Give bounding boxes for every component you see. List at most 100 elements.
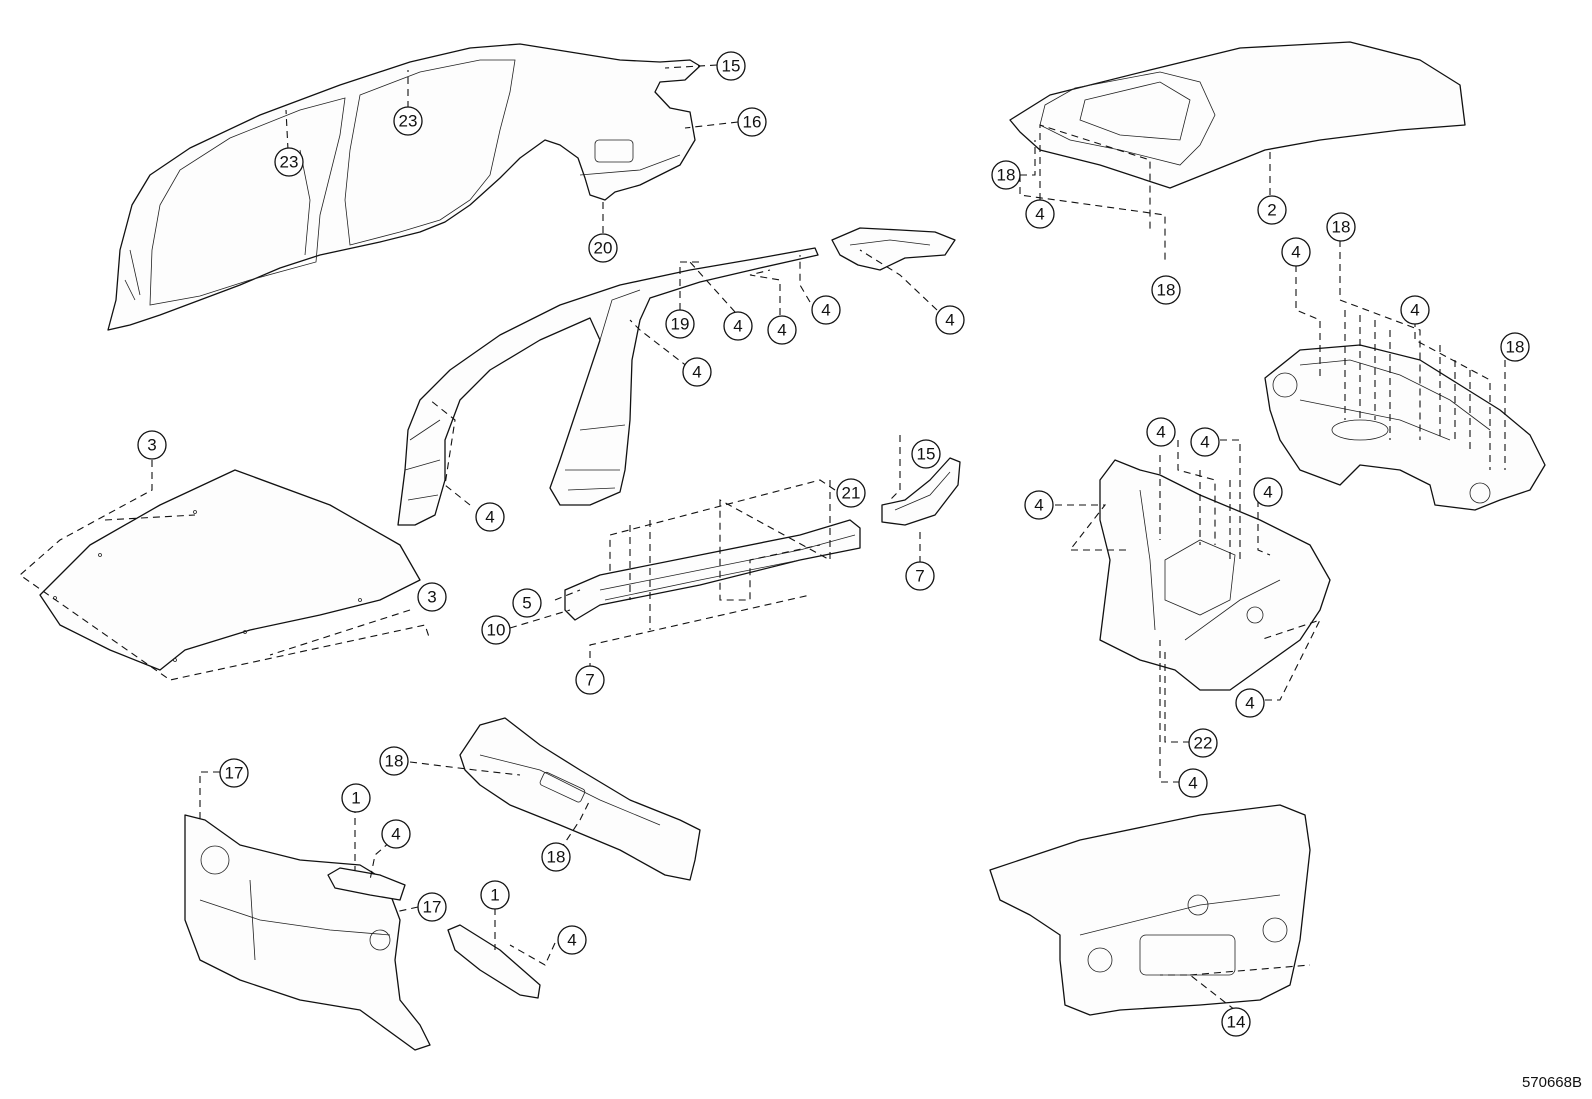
callout-4-tunnel-c: 4 xyxy=(1253,477,1283,507)
callout-23-b: 23 xyxy=(274,147,304,177)
callout-4-bracket: 4 xyxy=(935,305,965,335)
callout-4-pillar-a: 4 xyxy=(723,311,753,341)
callout-4-tunnel-d: 4 xyxy=(1178,768,1208,798)
svg-text:14: 14 xyxy=(1227,1013,1246,1032)
svg-text:17: 17 xyxy=(423,898,442,917)
callout-17-a: 17 xyxy=(219,758,249,788)
roof-rail-bracket xyxy=(831,227,956,271)
svg-text:18: 18 xyxy=(1506,338,1525,357)
callout-16: 16 xyxy=(737,107,767,137)
hood-panel xyxy=(39,469,421,671)
callout-10: 10 xyxy=(481,615,511,645)
callout-4-floor-a: 4 xyxy=(1281,237,1311,267)
svg-text:4: 4 xyxy=(1291,243,1300,262)
trunk-lid xyxy=(989,804,1311,1016)
callout-7-front: 7 xyxy=(905,561,935,591)
drawing-id: 570668B xyxy=(1521,1074,1582,1091)
svg-text:21: 21 xyxy=(842,484,861,503)
svg-text:7: 7 xyxy=(585,671,594,690)
cowl-top-panel xyxy=(459,717,701,881)
callout-4-apillar: 4 xyxy=(475,502,505,532)
callout-4-tunnel-e: 4 xyxy=(1024,490,1054,520)
svg-text:16: 16 xyxy=(743,113,762,132)
callout-22: 22 xyxy=(1188,728,1218,758)
callout-15-a: 15 xyxy=(716,51,746,81)
svg-text:4: 4 xyxy=(1200,433,1209,452)
svg-text:1: 1 xyxy=(351,789,360,808)
callout-20: 20 xyxy=(588,233,618,263)
callout-4-dash-a: 4 xyxy=(381,819,411,849)
svg-text:1: 1 xyxy=(490,886,499,905)
svg-text:5: 5 xyxy=(522,594,531,613)
callout-7-rocker: 7 xyxy=(575,665,605,695)
svg-text:4: 4 xyxy=(692,363,701,382)
callout-4-tunnel-b: 4 xyxy=(1190,427,1220,457)
front-pillar-lower xyxy=(881,457,961,526)
callout-14: 14 xyxy=(1221,1007,1251,1037)
svg-text:4: 4 xyxy=(1263,483,1272,502)
svg-text:18: 18 xyxy=(1157,281,1176,300)
callout-18-cowl-a: 18 xyxy=(379,746,409,776)
callout-4-dash-b: 4 xyxy=(557,925,587,955)
svg-text:15: 15 xyxy=(917,445,936,464)
callout-1-a: 1 xyxy=(341,783,371,813)
callout-4-roof: 4 xyxy=(1025,199,1055,229)
callout-4-tunnel-a: 4 xyxy=(1146,417,1176,447)
svg-text:4: 4 xyxy=(567,931,576,950)
callout-19: 19 xyxy=(665,309,695,339)
callout-3-hood-b: 3 xyxy=(417,582,447,612)
svg-text:18: 18 xyxy=(385,752,404,771)
callout-18-roof-b: 18 xyxy=(1151,275,1181,305)
svg-text:4: 4 xyxy=(821,301,830,320)
callout-2: 2 xyxy=(1257,195,1287,225)
svg-text:20: 20 xyxy=(594,239,613,258)
svg-text:4: 4 xyxy=(1035,205,1044,224)
svg-text:15: 15 xyxy=(722,57,741,76)
callout-4-pillar-c: 4 xyxy=(811,295,841,325)
svg-text:17: 17 xyxy=(225,764,244,783)
callout-17-b: 17 xyxy=(417,892,447,922)
svg-text:4: 4 xyxy=(945,311,954,330)
callout-21: 21 xyxy=(836,478,866,508)
svg-text:18: 18 xyxy=(1332,218,1351,237)
svg-text:4: 4 xyxy=(1245,694,1254,713)
center-floor-tunnel xyxy=(1099,459,1331,691)
callout-4-floor-b: 4 xyxy=(1400,295,1430,325)
svg-text:4: 4 xyxy=(1034,496,1043,515)
svg-text:4: 4 xyxy=(391,825,400,844)
dash-bracket-lower xyxy=(447,924,541,999)
callout-4-pillar-b: 4 xyxy=(767,315,797,345)
svg-text:18: 18 xyxy=(997,166,1016,185)
callout-4-tunnel-f: 4 xyxy=(1235,688,1265,718)
callout-18-floor-a: 18 xyxy=(1326,212,1356,242)
svg-text:4: 4 xyxy=(777,321,786,340)
callout-3-hood-a: 3 xyxy=(137,430,167,460)
callout-4-pillar-d: 4 xyxy=(682,357,712,387)
callout-18-floor-b: 18 xyxy=(1500,332,1530,362)
svg-text:4: 4 xyxy=(733,317,742,336)
dash-bracket-upper xyxy=(327,867,406,901)
callout-5: 5 xyxy=(512,588,542,618)
svg-text:3: 3 xyxy=(427,588,436,607)
callout-18-cowl-b: 18 xyxy=(541,842,571,872)
svg-text:4: 4 xyxy=(1410,301,1419,320)
pillar-inner-assembly xyxy=(397,247,819,526)
svg-text:19: 19 xyxy=(671,315,690,334)
side-outer-panel xyxy=(107,43,701,331)
svg-text:3: 3 xyxy=(147,436,156,455)
svg-text:4: 4 xyxy=(1188,774,1197,793)
roof-panel xyxy=(1009,41,1466,189)
svg-text:4: 4 xyxy=(485,508,494,527)
svg-text:22: 22 xyxy=(1194,734,1213,753)
callouts: 15 16 23 23 20 18 4 2 18 19 4 4 4 4 4 4 … xyxy=(137,51,1530,1037)
rear-floor-pan xyxy=(1264,344,1546,511)
callout-15-b: 15 xyxy=(911,439,941,469)
svg-text:18: 18 xyxy=(547,848,566,867)
rocker-panel xyxy=(564,519,861,621)
svg-text:4: 4 xyxy=(1156,423,1165,442)
svg-text:7: 7 xyxy=(915,567,924,586)
leader-lines xyxy=(19,64,1506,1011)
svg-text:23: 23 xyxy=(399,112,418,131)
dash-panel xyxy=(184,814,431,1051)
